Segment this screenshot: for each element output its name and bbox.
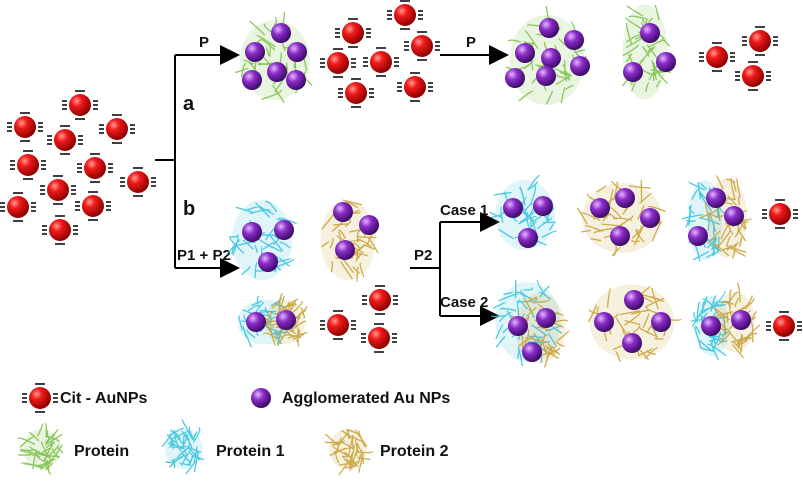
legend-protein-label: Protein	[74, 443, 129, 460]
agglomerated-aunp	[590, 198, 610, 218]
free-cit-aunp	[335, 18, 371, 48]
initial-cit-aunp	[99, 114, 135, 144]
agglomerated-aunp	[624, 290, 644, 310]
agglomerated-aunp	[594, 312, 614, 332]
agglomerated-aunp	[505, 68, 525, 88]
free-cit-aunp	[338, 78, 374, 108]
legend-agglomerated-label: Agglomerated Au NPs	[282, 390, 450, 407]
agglomerated-aunp	[724, 206, 744, 226]
agglomerated-aunp	[271, 23, 291, 43]
label-b: b	[183, 198, 195, 220]
agglomerated-aunp	[335, 240, 355, 260]
agglomerated-aunp	[623, 62, 643, 82]
label-p-second: P	[466, 34, 476, 51]
free-cit-aunp	[742, 26, 778, 56]
agglomerated-aunp	[515, 43, 535, 63]
agglomerated-aunp	[242, 222, 262, 242]
agglomerated-aunp	[570, 56, 590, 76]
initial-cit-aunp	[42, 215, 78, 245]
free-cit-aunp	[762, 199, 798, 229]
agglomerated-aunp	[615, 188, 635, 208]
agglomerated-aunp	[731, 310, 751, 330]
legend-cit-aunps-label: Cit - AuNPs	[60, 390, 148, 407]
legend-protein-icon	[17, 423, 64, 475]
agglomerated-aunp	[503, 198, 523, 218]
agglomerated-aunp	[274, 220, 294, 240]
agglomerated-aunp	[622, 333, 642, 353]
agglomerated-aunp	[610, 226, 630, 246]
agglomerated-aunp	[286, 70, 306, 90]
initial-cit-aunp	[10, 150, 46, 180]
agglomerated-aunp	[242, 70, 262, 90]
initial-cit-aunp	[40, 175, 76, 205]
protein2-cluster-b2	[262, 293, 308, 347]
legend-protein1-icon	[161, 419, 205, 475]
free-cit-aunp	[735, 61, 771, 91]
agglomerated-aunp	[533, 196, 553, 216]
agglomerated-aunp	[564, 30, 584, 50]
agglomerated-aunp	[539, 18, 559, 38]
free-cit-aunp	[699, 42, 735, 72]
free-cit-aunp	[361, 323, 397, 353]
initial-cit-aunp	[7, 112, 43, 142]
label-p-first: P	[199, 34, 209, 51]
legend: Cit - AuNPs Agglomerated Au NPs Protein …	[60, 390, 450, 460]
agglomerated-aunp	[651, 312, 671, 332]
agglomerated-aunp	[656, 52, 676, 72]
initial-cit-aunp	[77, 153, 113, 183]
agglomerated-aunp	[522, 342, 542, 362]
protein-cluster-a3	[622, 4, 672, 100]
free-cit-aunp	[397, 72, 433, 102]
agglomerated-aunp	[258, 252, 278, 272]
label-case2: Case 2	[440, 294, 488, 311]
agglomerated-aunp	[688, 226, 708, 246]
agglomerated-aunp	[536, 66, 556, 86]
label-case1: Case 1	[440, 202, 488, 219]
label-p1p2: P1 + P2	[177, 247, 231, 264]
free-cit-aunp	[320, 310, 356, 340]
free-cit-aunp	[362, 285, 398, 315]
label-a: a	[183, 93, 195, 115]
agglomerated-aunp	[333, 202, 353, 222]
agglomerated-aunp	[287, 42, 307, 62]
agglomerated-aunp	[640, 208, 660, 228]
free-cit-aunp	[387, 0, 423, 30]
agglomerated-aunp	[640, 23, 660, 43]
free-cit-aunp	[766, 311, 802, 341]
initial-cit-aunp	[120, 167, 156, 197]
agglomerated-aunp	[267, 62, 287, 82]
free-cit-aunp	[320, 48, 356, 78]
legend-protein2-icon	[324, 428, 374, 476]
free-cit-aunp	[363, 47, 399, 77]
agglomerated-aunp	[359, 215, 379, 235]
agglomerated-aunp	[701, 316, 721, 336]
free-cit-aunp	[404, 31, 440, 61]
agglomerated-aunp	[541, 48, 561, 68]
legend-protein2-label: Protein 2	[380, 443, 449, 460]
label-p2: P2	[414, 247, 432, 264]
legend-cit-aunp-icon	[22, 383, 58, 413]
initial-cit-aunp	[75, 191, 111, 221]
legend-protein1-label: Protein 1	[216, 443, 285, 460]
path-labels: a b P P P1 + P2 P2 Case 1 Case 2	[177, 34, 488, 311]
agglomerated-aunp	[518, 228, 538, 248]
initial-cit-aunp	[62, 90, 98, 120]
agglomerated-aunp	[245, 42, 265, 62]
agglomerated-aunp	[276, 310, 296, 330]
legend-agglomerated-icon	[251, 388, 271, 408]
initial-cit-aunp	[0, 192, 36, 222]
agglomerated-aunp	[246, 312, 266, 332]
flow-arrows	[155, 45, 509, 326]
agglomerated-aunp	[536, 308, 556, 328]
agglomerated-aunp	[508, 316, 528, 336]
agglomerated-aunp	[706, 188, 726, 208]
initial-cit-aunp	[47, 125, 83, 155]
